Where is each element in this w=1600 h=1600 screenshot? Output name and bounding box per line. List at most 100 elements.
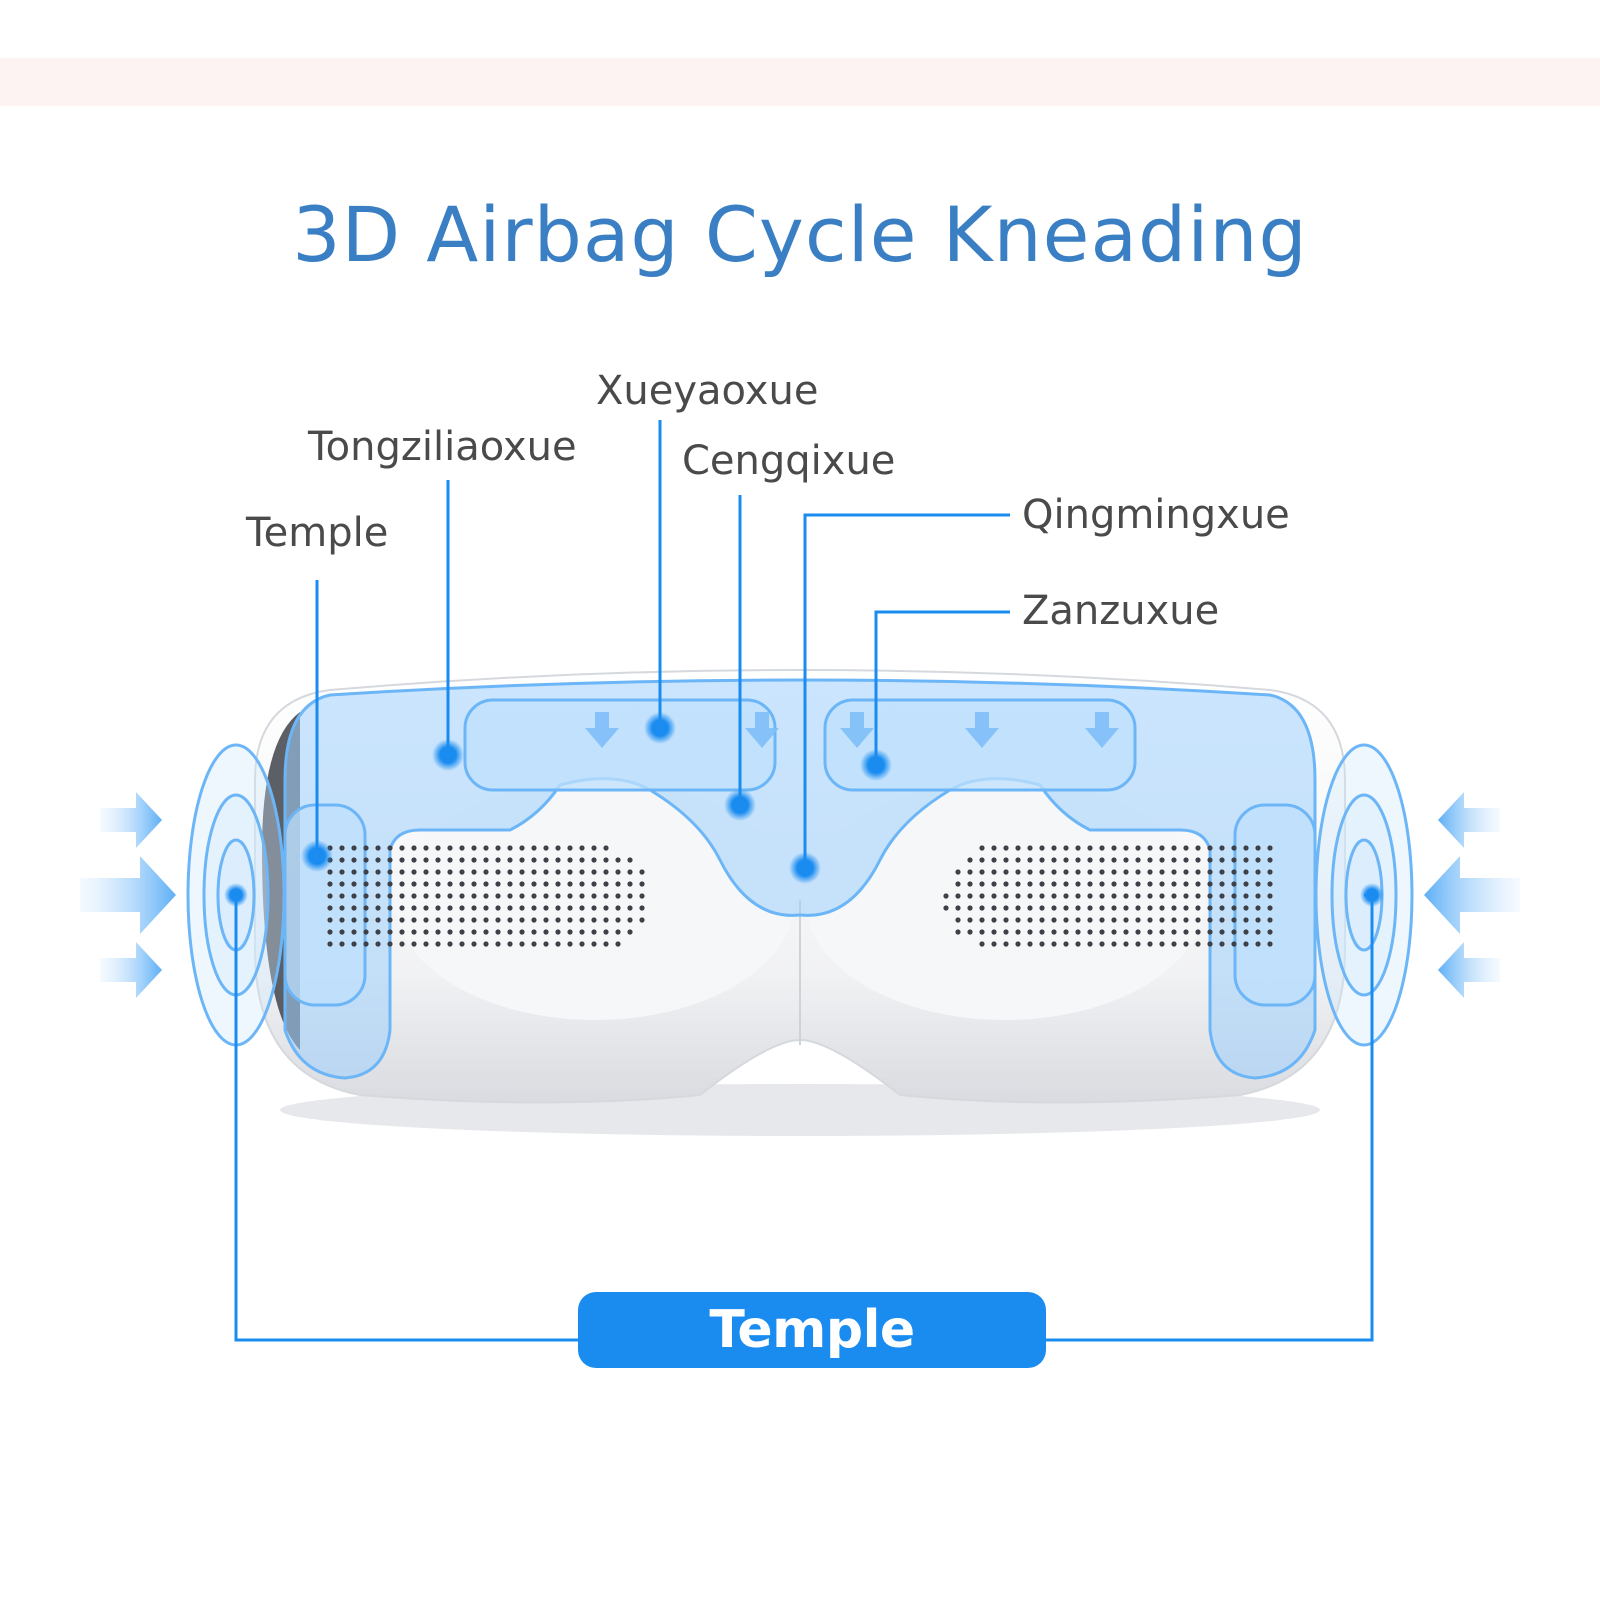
label-temple: Temple xyxy=(246,510,389,556)
speaker-hole xyxy=(1219,869,1225,875)
speaker-hole xyxy=(1267,845,1273,851)
speaker-hole xyxy=(979,917,985,923)
speaker-hole xyxy=(519,845,525,851)
speaker-hole xyxy=(1099,845,1105,851)
speaker-hole xyxy=(991,917,997,923)
speaker-hole xyxy=(483,905,489,911)
dot-cengqixue xyxy=(724,789,756,821)
speaker-hole xyxy=(1027,857,1033,863)
speaker-hole xyxy=(1147,917,1153,923)
speaker-hole xyxy=(387,857,393,863)
speaker-hole xyxy=(991,929,997,935)
speaker-hole xyxy=(627,869,633,875)
speaker-hole xyxy=(579,857,585,863)
speaker-hole xyxy=(1183,941,1189,947)
speaker-hole xyxy=(1087,881,1093,887)
speaker-hole xyxy=(991,857,997,863)
speaker-hole xyxy=(411,929,417,935)
speaker-hole xyxy=(1255,893,1261,899)
speaker-hole xyxy=(483,917,489,923)
speaker-hole xyxy=(1075,881,1081,887)
speaker-hole xyxy=(1003,857,1009,863)
speaker-hole xyxy=(339,845,345,851)
speaker-hole xyxy=(1207,941,1213,947)
speaker-hole xyxy=(979,929,985,935)
speaker-hole xyxy=(507,845,513,851)
speaker-hole xyxy=(1171,941,1177,947)
speaker-hole xyxy=(519,881,525,887)
speaker-hole xyxy=(591,845,597,851)
speaker-hole xyxy=(375,929,381,935)
speaker-hole xyxy=(1231,917,1237,923)
speaker-hole xyxy=(603,905,609,911)
temple-pad-left xyxy=(283,803,367,1007)
speaker-hole xyxy=(1255,929,1261,935)
speaker-hole xyxy=(603,941,609,947)
speaker-hole xyxy=(1123,845,1129,851)
speaker-hole xyxy=(1111,905,1117,911)
speaker-hole xyxy=(351,845,357,851)
speaker-hole xyxy=(955,917,961,923)
speaker-hole xyxy=(1015,845,1021,851)
leader-qingmingxue xyxy=(803,513,1010,868)
speaker-hole xyxy=(991,869,997,875)
speaker-hole xyxy=(531,869,537,875)
label-qingmingxue: Qingmingxue xyxy=(1022,492,1290,538)
speaker-hole xyxy=(603,845,609,851)
speaker-hole xyxy=(483,857,489,863)
speaker-hole xyxy=(1063,929,1069,935)
speaker-hole xyxy=(1111,869,1117,875)
speaker-hole xyxy=(339,857,345,863)
speaker-hole xyxy=(1171,869,1177,875)
speaker-hole xyxy=(1039,905,1045,911)
speaker-hole xyxy=(327,869,333,875)
speaker-hole xyxy=(1087,845,1093,851)
speaker-hole xyxy=(519,869,525,875)
speaker-hole xyxy=(991,905,997,911)
speaker-hole xyxy=(1255,905,1261,911)
speaker-hole xyxy=(555,845,561,851)
speaker-hole xyxy=(543,857,549,863)
speaker-hole xyxy=(1147,905,1153,911)
speaker-hole xyxy=(1075,929,1081,935)
speaker-hole xyxy=(1051,881,1057,887)
speaker-hole xyxy=(507,869,513,875)
speaker-hole xyxy=(591,929,597,935)
speaker-hole xyxy=(1075,857,1081,863)
speaker-hole xyxy=(483,929,489,935)
speaker-hole xyxy=(1159,917,1165,923)
speaker-hole xyxy=(955,905,961,911)
speaker-hole xyxy=(1183,881,1189,887)
speaker-hole xyxy=(603,917,609,923)
speaker-hole xyxy=(1231,941,1237,947)
speaker-hole xyxy=(531,893,537,899)
speaker-hole xyxy=(411,893,417,899)
speaker-hole xyxy=(1207,893,1213,899)
speaker-hole xyxy=(351,893,357,899)
speaker-hole xyxy=(495,941,501,947)
speaker-hole xyxy=(1243,929,1249,935)
speaker-hole xyxy=(483,941,489,947)
speaker-hole xyxy=(1015,881,1021,887)
speaker-hole xyxy=(567,929,573,935)
speaker-hole xyxy=(483,845,489,851)
speaker-hole xyxy=(1171,881,1177,887)
speaker-hole xyxy=(1135,845,1141,851)
speaker-hole xyxy=(1147,881,1153,887)
speaker-hole xyxy=(1063,845,1069,851)
speaker-hole xyxy=(471,881,477,887)
speaker-hole xyxy=(507,905,513,911)
speaker-hole xyxy=(375,881,381,887)
speaker-hole xyxy=(1231,905,1237,911)
speaker-hole xyxy=(1195,917,1201,923)
speaker-hole xyxy=(1003,845,1009,851)
speaker-hole xyxy=(447,941,453,947)
speaker-hole xyxy=(507,857,513,863)
speaker-hole xyxy=(447,929,453,935)
speaker-hole xyxy=(387,941,393,947)
speaker-hole xyxy=(351,869,357,875)
speaker-hole xyxy=(1027,881,1033,887)
speaker-hole xyxy=(531,845,537,851)
eye-recess-right xyxy=(805,780,1205,1020)
speaker-hole xyxy=(1087,905,1093,911)
